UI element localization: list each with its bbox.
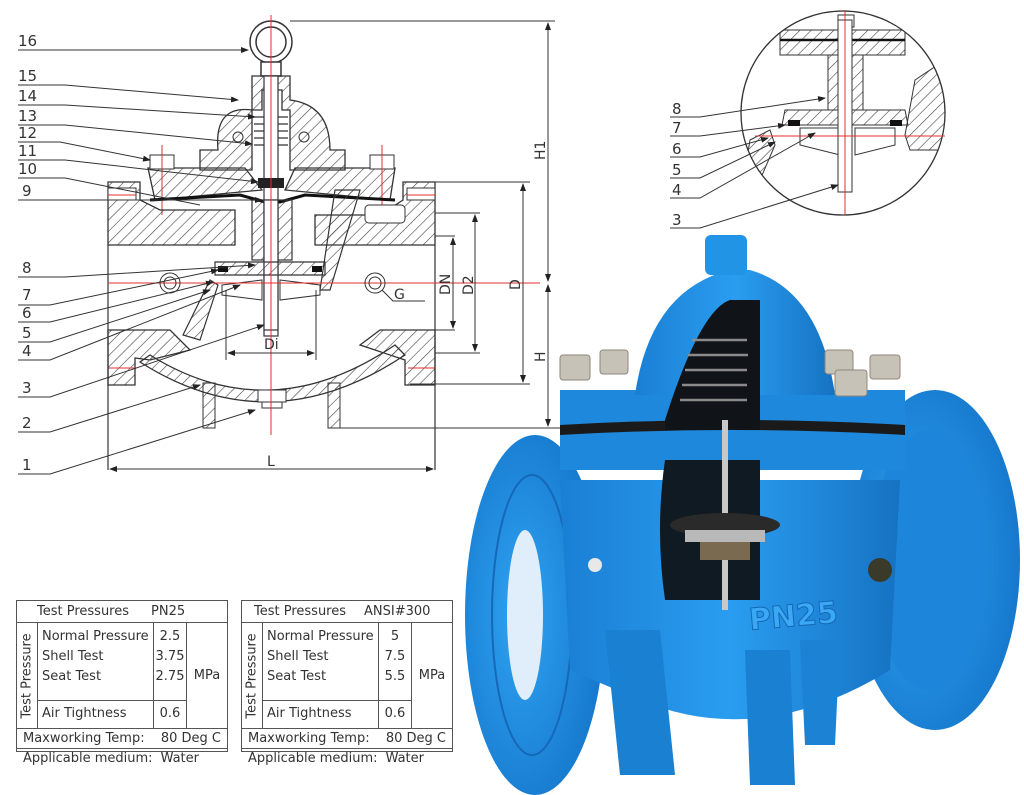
row-shell-test-label: Shell Test <box>42 649 104 664</box>
side-label: Test Pressure <box>17 623 38 728</box>
table-header-title: Test Pressures <box>37 604 130 619</box>
medium-value: Water <box>160 751 199 766</box>
row-shell-test-label: Shell Test <box>267 649 329 664</box>
detail-part-4: 4 <box>672 181 682 199</box>
bonnet <box>199 75 346 171</box>
part-15: 15 <box>18 67 37 85</box>
medium-label: Applicable medium: <box>23 751 153 766</box>
row-normal-pressure-value: 2.5 <box>159 629 181 644</box>
part-11: 11 <box>18 142 37 160</box>
dim-h: H <box>533 351 549 362</box>
row-seat-test-label: Seat Test <box>42 669 102 684</box>
medium-value: Water <box>385 751 424 766</box>
side-label: Test Pressure <box>242 623 263 728</box>
row-seat-test-value: 2.75 <box>155 669 185 684</box>
part-7: 7 <box>22 286 32 304</box>
part-5: 5 <box>22 324 32 342</box>
row-air-tightness-value: 0.6 <box>384 706 406 721</box>
table-header-standard: ANSI#300 <box>364 604 431 619</box>
part-14: 14 <box>18 87 37 105</box>
part-12: 12 <box>18 124 37 142</box>
gauge-port-right <box>364 272 425 302</box>
part-6: 6 <box>22 304 32 322</box>
table-header-title: Test Pressures <box>254 604 347 619</box>
medium-label: Applicable medium: <box>248 751 378 766</box>
dim-di: Di <box>264 337 279 353</box>
valve-section-drawing: G Di L H1 H D D2 DN <box>18 15 560 475</box>
part-1: 1 <box>22 456 32 474</box>
test-pressure-table-ansi300: Test Pressures ANSI#300 Test Pressure No… <box>241 600 453 766</box>
casting-mark-pn25: PN25 <box>748 595 840 638</box>
detail-part-8: 8 <box>672 100 682 118</box>
row-normal-pressure-label: Normal Pressure <box>267 629 374 644</box>
row-normal-pressure-value: 5 <box>390 629 400 644</box>
row-air-tightness-label: Air Tightness <box>42 706 127 721</box>
row-normal-pressure-label: Normal Pressure <box>42 629 149 644</box>
test-pressure-table-pn25: Test Pressures PN25 Test Pressure Normal… <box>16 600 228 766</box>
part-3: 3 <box>22 379 32 397</box>
row-seat-test-value: 5.5 <box>384 669 406 684</box>
dim-l: L <box>267 454 275 470</box>
part-2: 2 <box>22 414 32 432</box>
max-temp-value: 80 Deg C <box>385 731 446 746</box>
max-temp-label: Maxworking Temp: <box>23 731 145 746</box>
dim-h1: H1 <box>533 141 549 160</box>
dim-d: D <box>508 279 524 290</box>
part-8: 8 <box>22 259 32 277</box>
detail-view-circle: 8 7 6 5 4 3 <box>670 10 946 229</box>
part-13: 13 <box>18 107 37 125</box>
part-9: 9 <box>22 182 32 200</box>
row-shell-test-value: 7.5 <box>384 649 406 664</box>
dim-g: G <box>394 287 405 303</box>
row-air-tightness-label: Air Tightness <box>267 706 352 721</box>
max-temp-value: 80 Deg C <box>160 731 221 746</box>
dim-d2: D2 <box>461 275 477 295</box>
inlet-flange <box>107 181 236 246</box>
detail-part-5: 5 <box>672 161 682 179</box>
unit-label: MPa <box>418 667 446 683</box>
valve-product-photo: PN25 <box>465 235 1020 795</box>
row-seat-test-label: Seat Test <box>267 669 327 684</box>
row-shell-test-value: 3.75 <box>155 649 185 664</box>
row-air-tightness-value: 0.6 <box>159 706 181 721</box>
part-10: 10 <box>18 160 37 178</box>
table-header-standard: PN25 <box>151 604 186 619</box>
detail-part-3: 3 <box>672 211 682 229</box>
dim-dn: DN <box>438 274 454 295</box>
unit-label: MPa <box>193 667 221 683</box>
part-16: 16 <box>18 32 37 50</box>
max-temp-label: Maxworking Temp: <box>248 731 370 746</box>
detail-part-7: 7 <box>672 119 682 137</box>
part-4: 4 <box>22 342 32 360</box>
detail-part-6: 6 <box>672 140 682 158</box>
